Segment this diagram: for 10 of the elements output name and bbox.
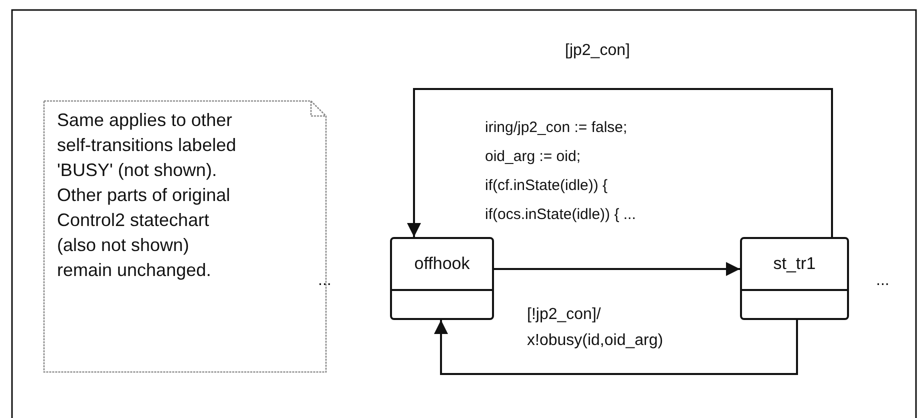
note-text: Same applies to other self-transitions labeled 'BUSY' (not shown). Other parts of original Control2 statechart (also not shown) remain unchanged. xyxy=(57,109,238,282)
transition-arrow xyxy=(407,88,833,237)
state-box xyxy=(390,237,494,320)
state-box xyxy=(740,237,849,320)
state-name: offhook xyxy=(414,254,470,274)
ellipsis-text: ... xyxy=(876,272,890,290)
transition-arrow xyxy=(494,262,740,276)
transition-arrow xyxy=(434,320,798,375)
state-name: st_tr1 xyxy=(773,254,816,274)
ellipsis-text: ... xyxy=(318,272,332,290)
